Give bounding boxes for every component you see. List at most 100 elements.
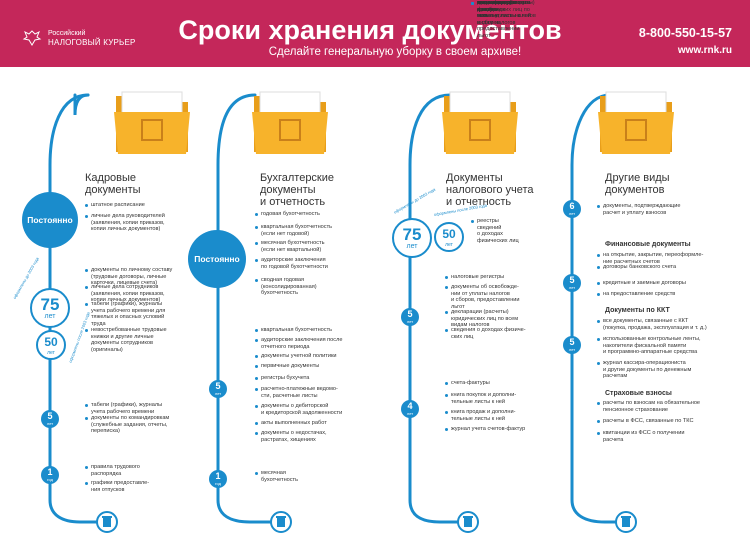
list-item-text: тельные листы к ней [477, 13, 532, 20]
list-item-text: бухотчетность [261, 476, 299, 483]
list-item: расчетно-платежные ведомо-сти, расчетные… [254, 386, 369, 399]
bubble-label: год [47, 477, 53, 482]
bubble-label: лет [445, 241, 453, 248]
list-item-text: карточки, лицевые счета) [91, 280, 158, 287]
list-item: договоры банковского счета [596, 264, 736, 271]
list-item-text: книга продаж и дополни- [451, 409, 516, 415]
list-item-text: ния отпусков [91, 486, 125, 493]
list-item-text: труда [91, 320, 106, 327]
list-item-text: журнал учета счетов-фактур [451, 426, 526, 432]
list-item-text: расчетам [603, 373, 628, 380]
list-item-text: месячная бухотчетность [261, 240, 325, 246]
list-item-text: льгот [451, 303, 465, 310]
col3-title-line: и отчетность [446, 196, 512, 208]
list-item-text: (если нет годовой) [261, 230, 310, 237]
page-subtitle: Сделайте генеральную уборку в своем архи… [268, 46, 522, 58]
document-icon [279, 119, 301, 141]
list-item-text: (покупка, продажа, эксплуатация и т. д.) [603, 324, 707, 331]
bubble-number: 5 [215, 381, 221, 391]
bubble-number: 4 [407, 401, 413, 411]
list-item-text: расчеты в ФСС, связанные по ТКС [603, 418, 694, 424]
people-icon [141, 119, 163, 141]
list-item: первичные документы [254, 363, 369, 370]
list-item-text: (заявления, копии приказов, [91, 290, 165, 297]
list-item-text: квартальная бухотчетность [261, 224, 333, 230]
bubble-label: лет [568, 285, 576, 290]
bubble-number: 5 [47, 411, 53, 421]
list-item: декларации (расчеты)юридических лиц по в… [444, 309, 554, 329]
col4-title-line: документов [605, 184, 665, 196]
trash-icon [270, 511, 292, 533]
list-item-text: документы об освобожде- [477, 0, 514, 13]
list-item-text: и кредиторской задолженности [261, 409, 343, 416]
list-item-text: ских лиц [477, 13, 500, 20]
list-item: регистры бухучета [254, 375, 369, 382]
list-item-text: книжки и другие личные [91, 333, 154, 340]
bubble-label: лет [568, 347, 576, 352]
list-item-text: тельные листы к ней [451, 415, 506, 422]
list-item-text: документы о недостачах, [261, 430, 327, 436]
col3-title-line: Документы [446, 172, 503, 184]
list-item-text: документы об освобожде- [451, 284, 519, 290]
list-item: документы о недостачах,растратах, хищени… [254, 430, 369, 443]
col2-title-line: документы [260, 184, 316, 196]
list-item: все документы, связанные с ККТ(покупка, … [596, 318, 736, 331]
list-item-text: сведения о доходах физиче- [451, 327, 526, 333]
bubble-number: 50 [44, 334, 58, 349]
list-item-text: юридических лиц по всем [477, 6, 530, 20]
list-item-text: учета рабочего времени [91, 408, 155, 415]
list-item-text: ние расчетных счетов [603, 258, 660, 265]
permanent-bubble: Постоянно [22, 192, 78, 248]
header-bar: Российский НАЛОГОВЫЙ КУРЬЕР Сроки хранен… [0, 0, 750, 67]
list-item-text: (заявления, копии приказов, [91, 219, 165, 226]
col2-title-line: и отчетность [260, 196, 326, 208]
list-item: документы учетной политики [254, 353, 369, 360]
col1-title-line: документы [85, 184, 141, 196]
list-item-text: расчеты по взносам на обязательное [603, 400, 701, 406]
list-item-text: отчетного периода [261, 343, 310, 350]
list-item-text: годовая бухотчетность [261, 211, 320, 217]
bubble-number: 6 [569, 201, 575, 211]
phone-number[interactable]: 8-800-550-15-57 [638, 26, 732, 40]
list-item: сводная годовая(консолидированная)бухотч… [254, 277, 369, 297]
list-item-text: месячная [261, 470, 286, 476]
list-item: книга продаж и дополни-тельные листы к н… [444, 409, 554, 422]
list-item-text: книга покупок и дополни- [477, 0, 517, 13]
list-item: квартальная бухотчетность(если нет годов… [254, 224, 369, 237]
list-item-text: накопители фискальной памяти [603, 342, 687, 349]
list-item-text: (служебные задания, отчеты, [91, 421, 168, 428]
site-link[interactable]: www.rnk.ru [677, 45, 732, 56]
list-item-text: документы учетной политики [261, 353, 337, 359]
list-item-text: распорядка [91, 470, 122, 477]
list-item-text: на предоставление средств [603, 291, 676, 297]
list-item-text: личные дела руководителей [91, 213, 165, 219]
list-item-text: первичные документы [261, 363, 320, 369]
list-item-text: графики предоставле- [91, 480, 150, 486]
list-item: на предоставление средств [596, 291, 736, 298]
list-item-text: и сборов, предоставлении [477, 19, 520, 33]
list-item-text: документы, подтверждающие [603, 203, 681, 209]
list-item-text: (трудовые договоры, личные [91, 273, 167, 280]
folder-icon [440, 88, 520, 158]
list-item-text: ских лиц [451, 333, 474, 340]
folder-icon [250, 88, 330, 158]
col3-title-line: налогового учета [446, 184, 534, 196]
list-item-text: книга продаж и дополни- [477, 0, 517, 13]
list-item-text: видам налогов [477, 19, 516, 26]
list-item: документы по личному составу(трудовые до… [84, 267, 194, 287]
bubble-number: 5 [569, 337, 575, 347]
list-item-text: регистры бухучета [261, 375, 310, 381]
list-item-text: льгот [477, 32, 491, 39]
trash-icon [96, 511, 118, 533]
list-item-text: по годовой бухотчетности [261, 263, 328, 270]
